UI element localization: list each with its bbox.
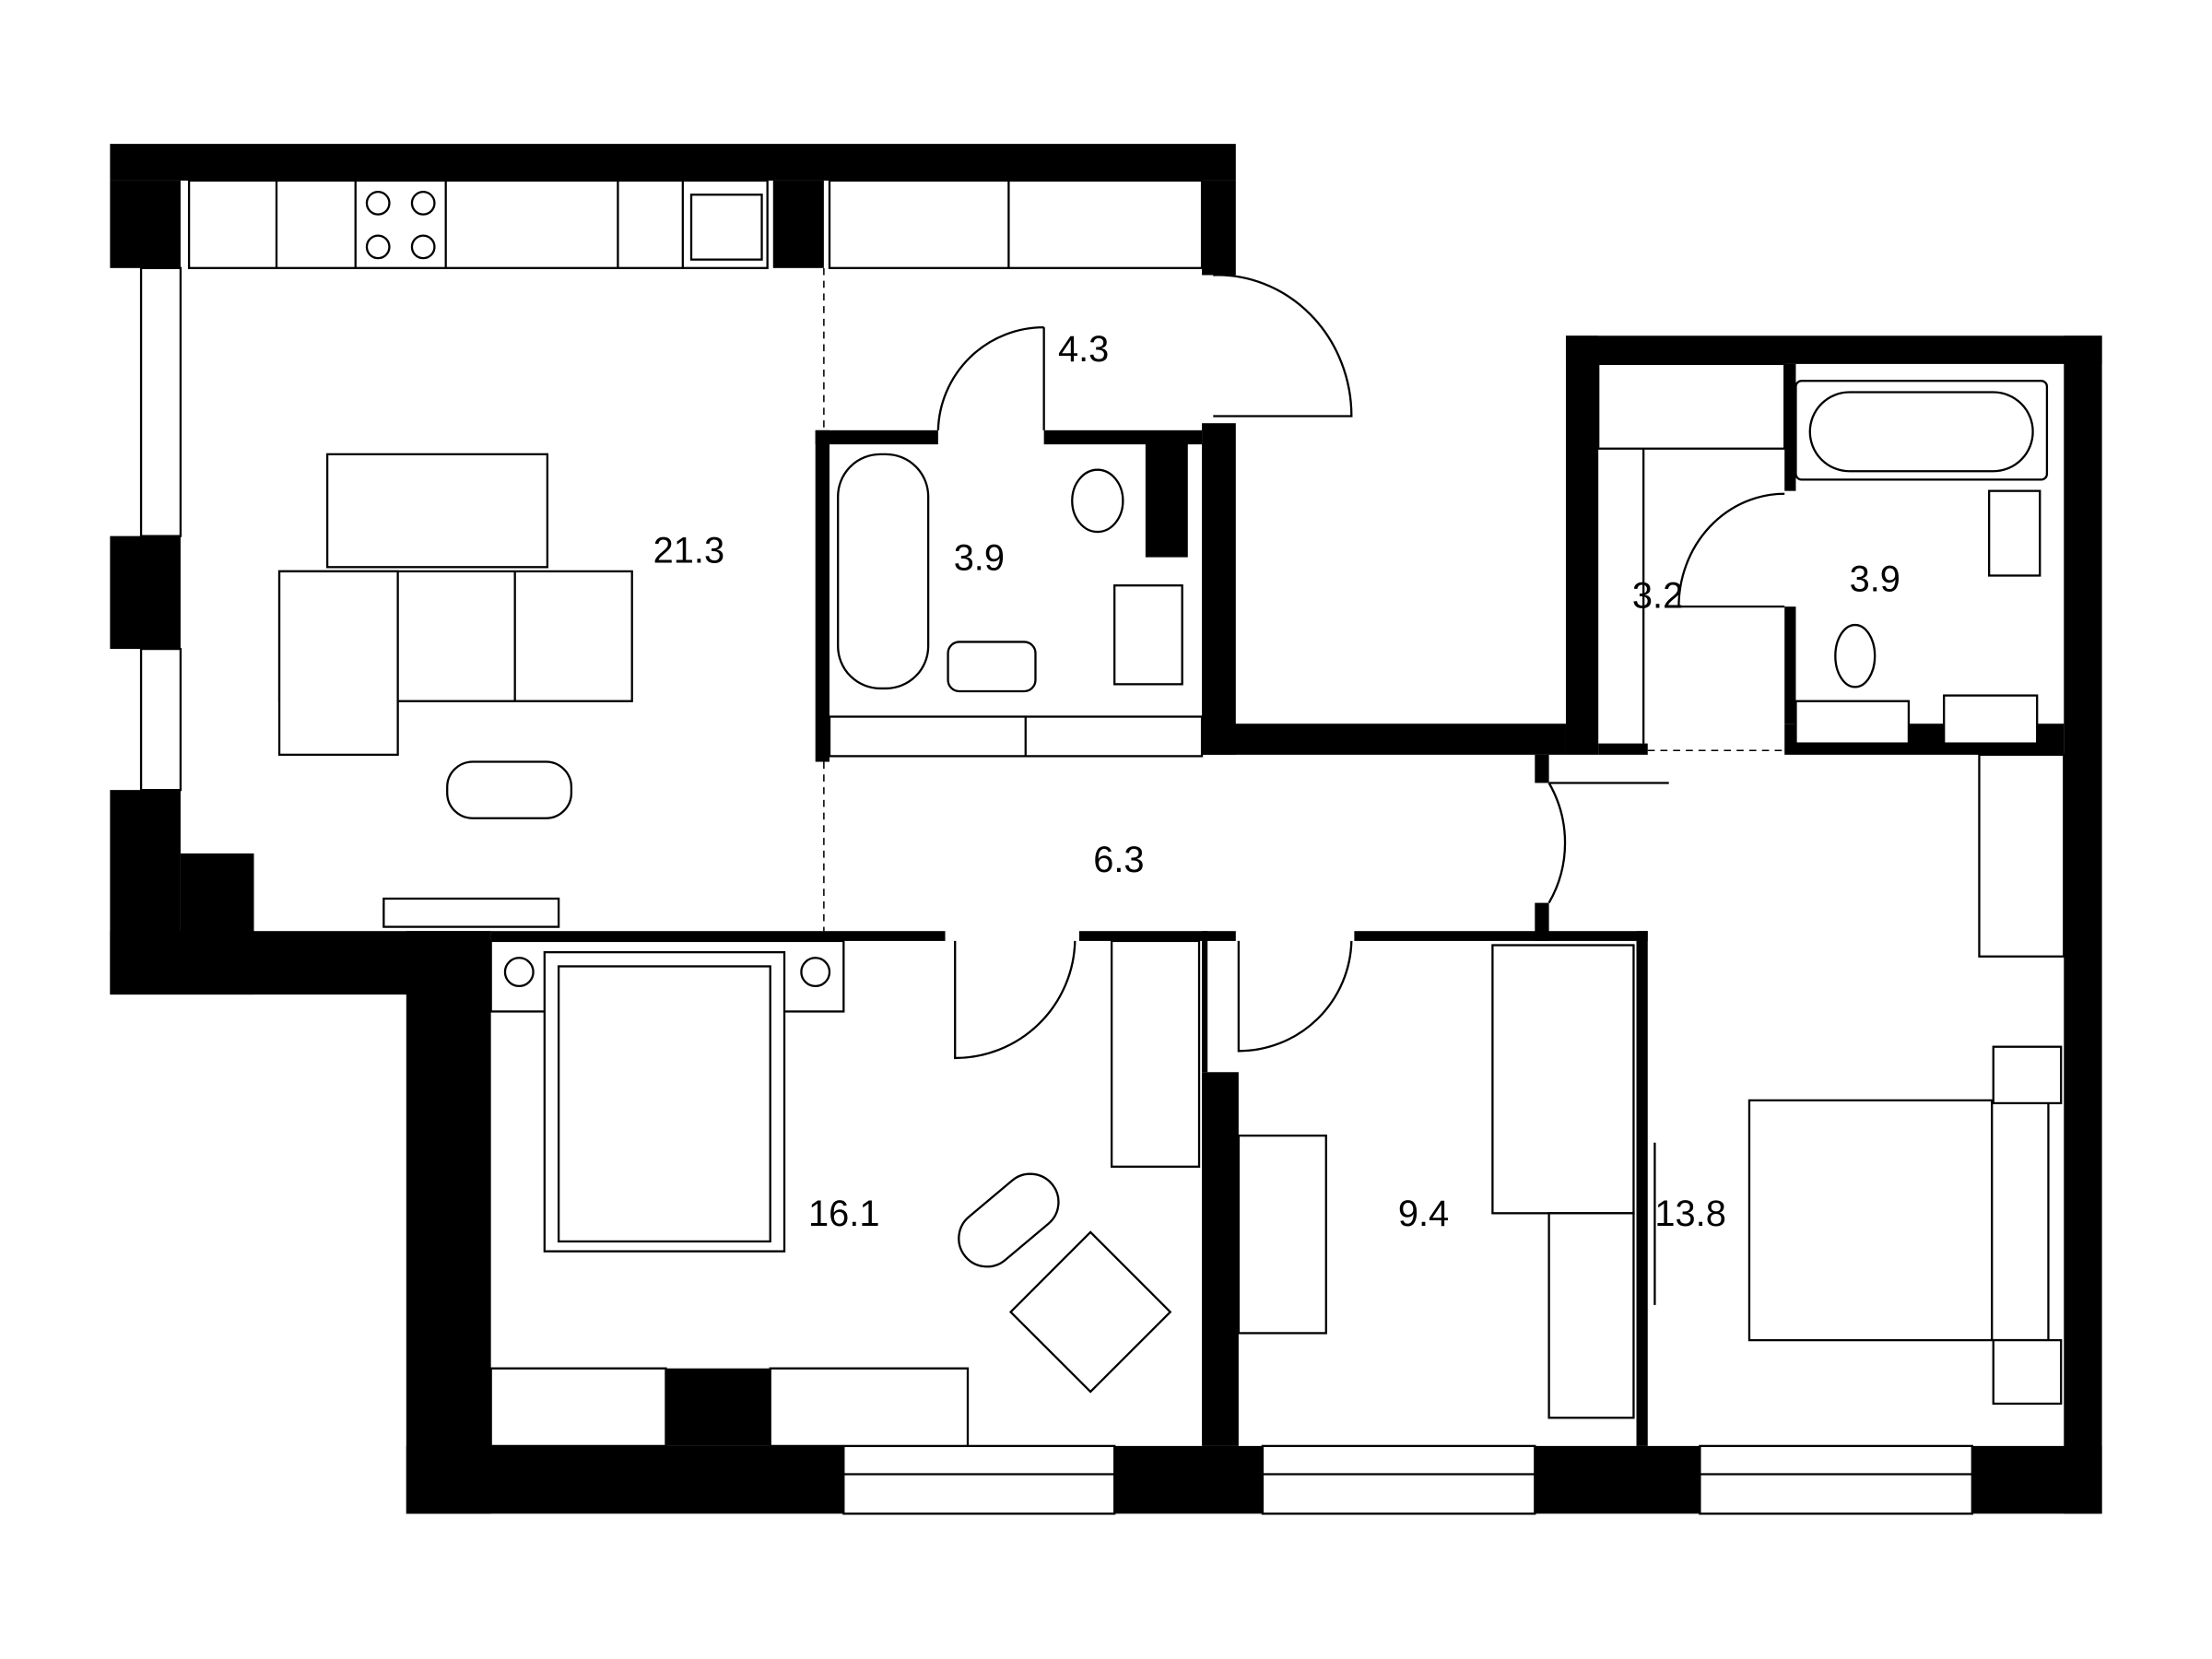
doors — [936, 274, 1785, 1060]
area-label-bedroom-3: 13.8 — [1654, 1194, 1725, 1234]
windows — [139, 266, 1973, 1515]
area-label-bathroom-1: 3.9 — [954, 537, 1005, 578]
area-label-kitchen-living: 21.3 — [653, 531, 724, 571]
area-label-hallway: 6.3 — [1093, 840, 1144, 880]
area-label-bathroom-2: 3.9 — [1850, 559, 1900, 599]
area-labels: 21.3 4.3 3.9 3.2 3.9 6.3 16.1 9.4 13.8 — [653, 329, 1900, 1234]
furniture — [277, 362, 2065, 1448]
zone-dividers — [823, 267, 1785, 932]
area-label-wardrobe: 3.2 — [1632, 576, 1683, 617]
area-label-entry: 4.3 — [1058, 329, 1109, 370]
kitchen-counter — [187, 179, 1204, 269]
walls — [110, 144, 2102, 1514]
area-label-bedroom-1: 16.1 — [808, 1194, 879, 1234]
area-label-bedroom-2: 9.4 — [1398, 1194, 1449, 1234]
